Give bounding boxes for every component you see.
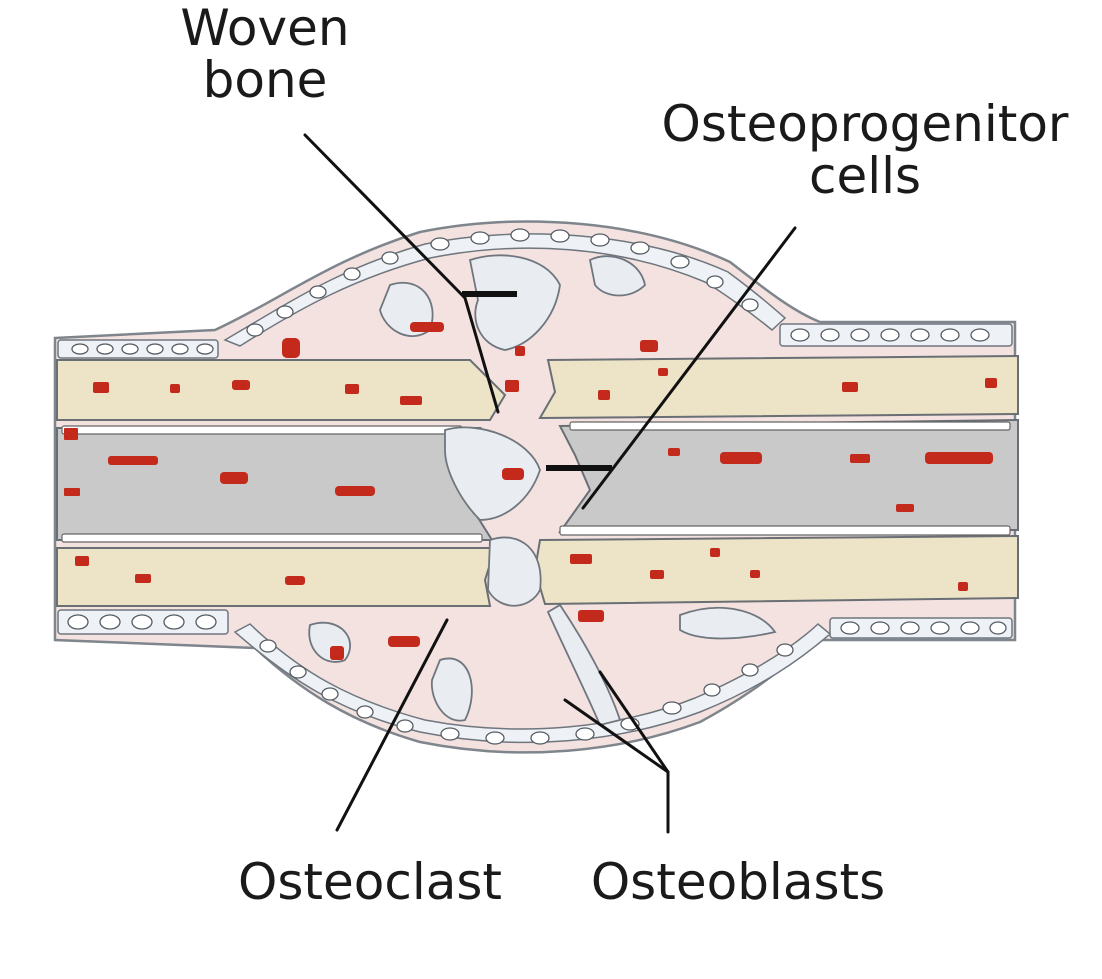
woven-bone-trabeculae xyxy=(308,254,777,727)
woven-bone-leader xyxy=(303,133,467,300)
label-osteoclast: Osteoclast xyxy=(237,853,503,911)
osteoclast-leader xyxy=(335,618,449,832)
label-woven-bone-line1: Woven xyxy=(180,0,350,57)
periosteum-cell-nuclei xyxy=(67,228,1007,745)
tick-markers xyxy=(462,291,612,471)
osteoblast-leader-left xyxy=(563,698,670,774)
leader-lines xyxy=(303,133,797,834)
label-woven-bone: Woven bone xyxy=(150,2,380,106)
label-osteoprogenitor-line2: cells xyxy=(808,147,922,205)
osteoblast-leader-right xyxy=(598,670,670,774)
label-osteoprogenitor-cells: Osteoprogenitor cells xyxy=(630,98,1100,202)
osteocytes xyxy=(64,322,997,660)
cortical-bone xyxy=(56,354,1019,607)
woven-bone-pointer xyxy=(463,296,500,414)
osteoprogenitor-leader xyxy=(581,226,797,510)
label-osteoblasts: Osteoblasts xyxy=(590,853,886,911)
label-woven-bone-line2: bone xyxy=(202,51,328,109)
endosteum-cells xyxy=(61,421,1011,543)
label-osteoprogenitor-line1: Osteoprogenitor xyxy=(661,95,1069,153)
